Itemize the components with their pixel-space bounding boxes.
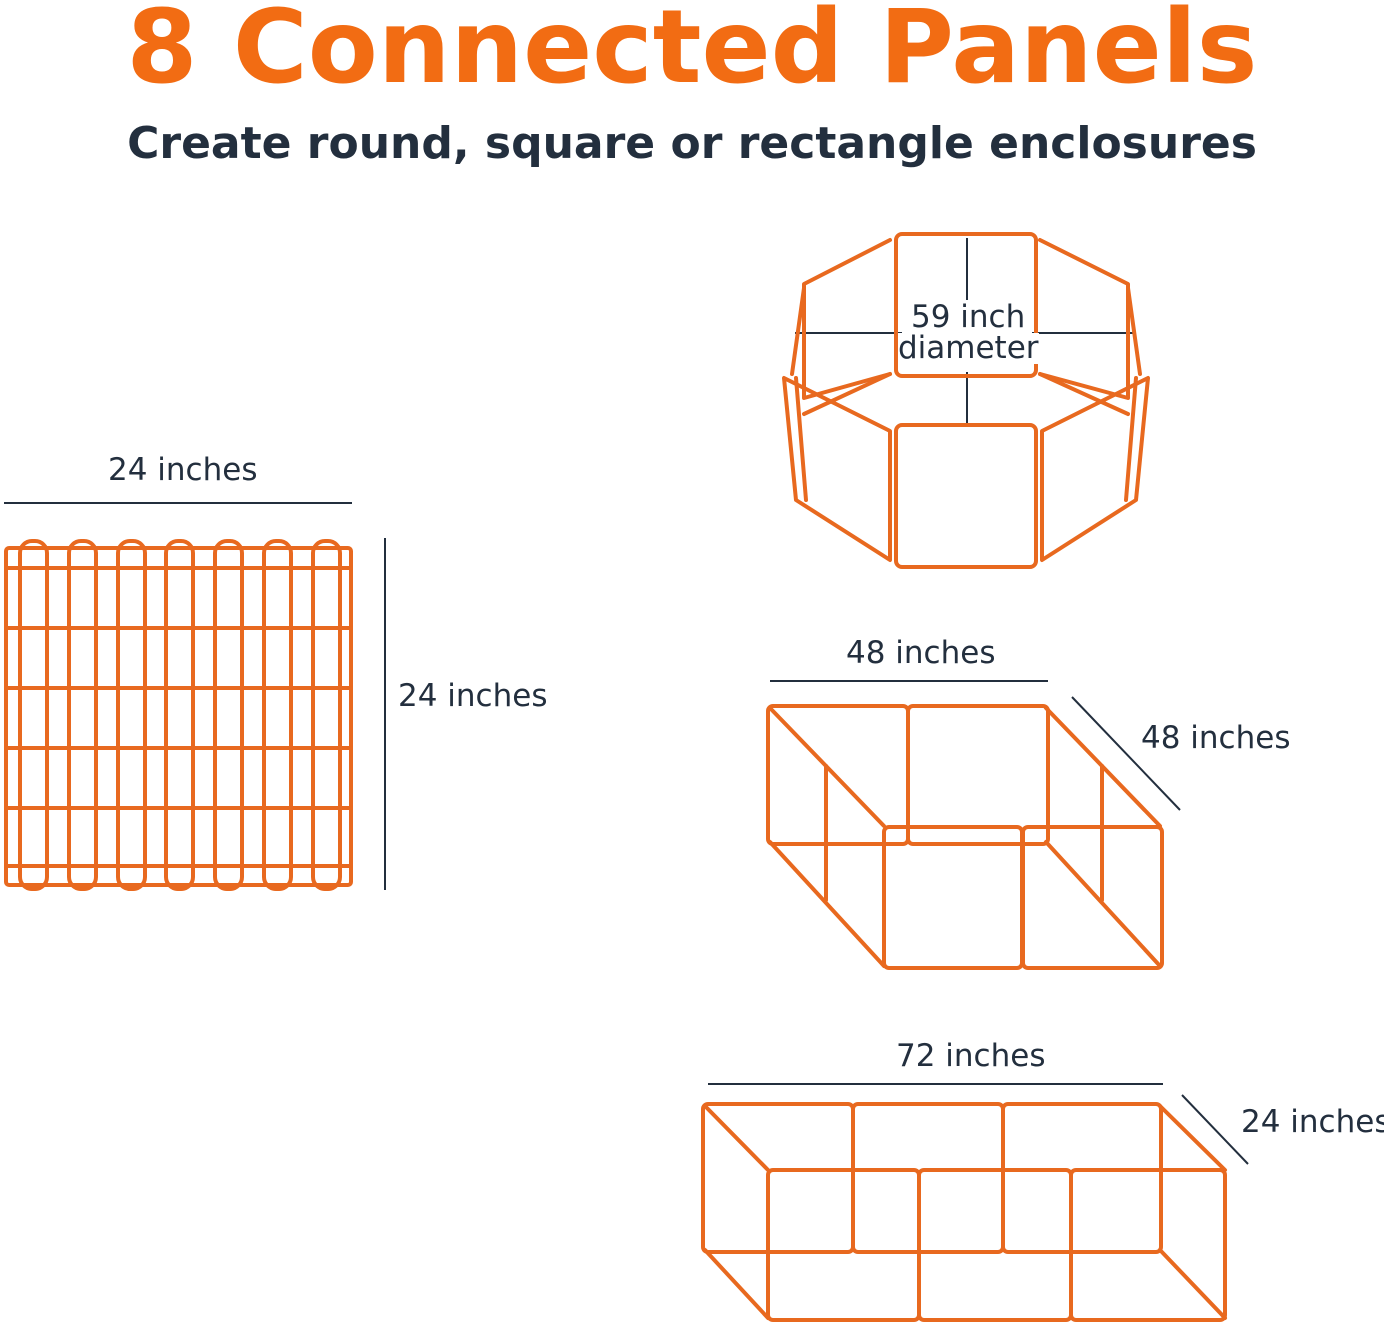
octagon-diameter-label-line1: 59 inch <box>911 299 1026 335</box>
single-panel-drawing <box>4 502 386 891</box>
single-panel-width-label: 24 inches <box>108 452 258 488</box>
square-enclosure-drawing <box>766 680 1181 970</box>
single-panel-crossbars <box>4 566 353 868</box>
square-depth-dimension-line <box>1071 696 1181 811</box>
octagon-enclosure-drawing <box>782 232 1150 569</box>
single-panel-height-label: 24 inches <box>398 678 548 714</box>
page-subtitle: Create round, square or rectangle enclos… <box>127 118 1257 169</box>
octagon-diameter-label-line2: diameter <box>898 330 1039 366</box>
rectangle-enclosure-drawing <box>701 1083 1249 1322</box>
rectangle-depth-dimension-line <box>1181 1094 1249 1165</box>
single-panel-loops <box>18 539 342 891</box>
rectangle-depth-label: 24 inches <box>1241 1104 1384 1140</box>
single-panel-frame <box>4 546 353 887</box>
rectangle-width-label: 72 inches <box>896 1038 1046 1074</box>
page-title: 8 Connected Panels <box>126 0 1258 107</box>
square-width-label: 48 inches <box>846 635 996 671</box>
square-depth-label: 48 inches <box>1141 720 1291 756</box>
